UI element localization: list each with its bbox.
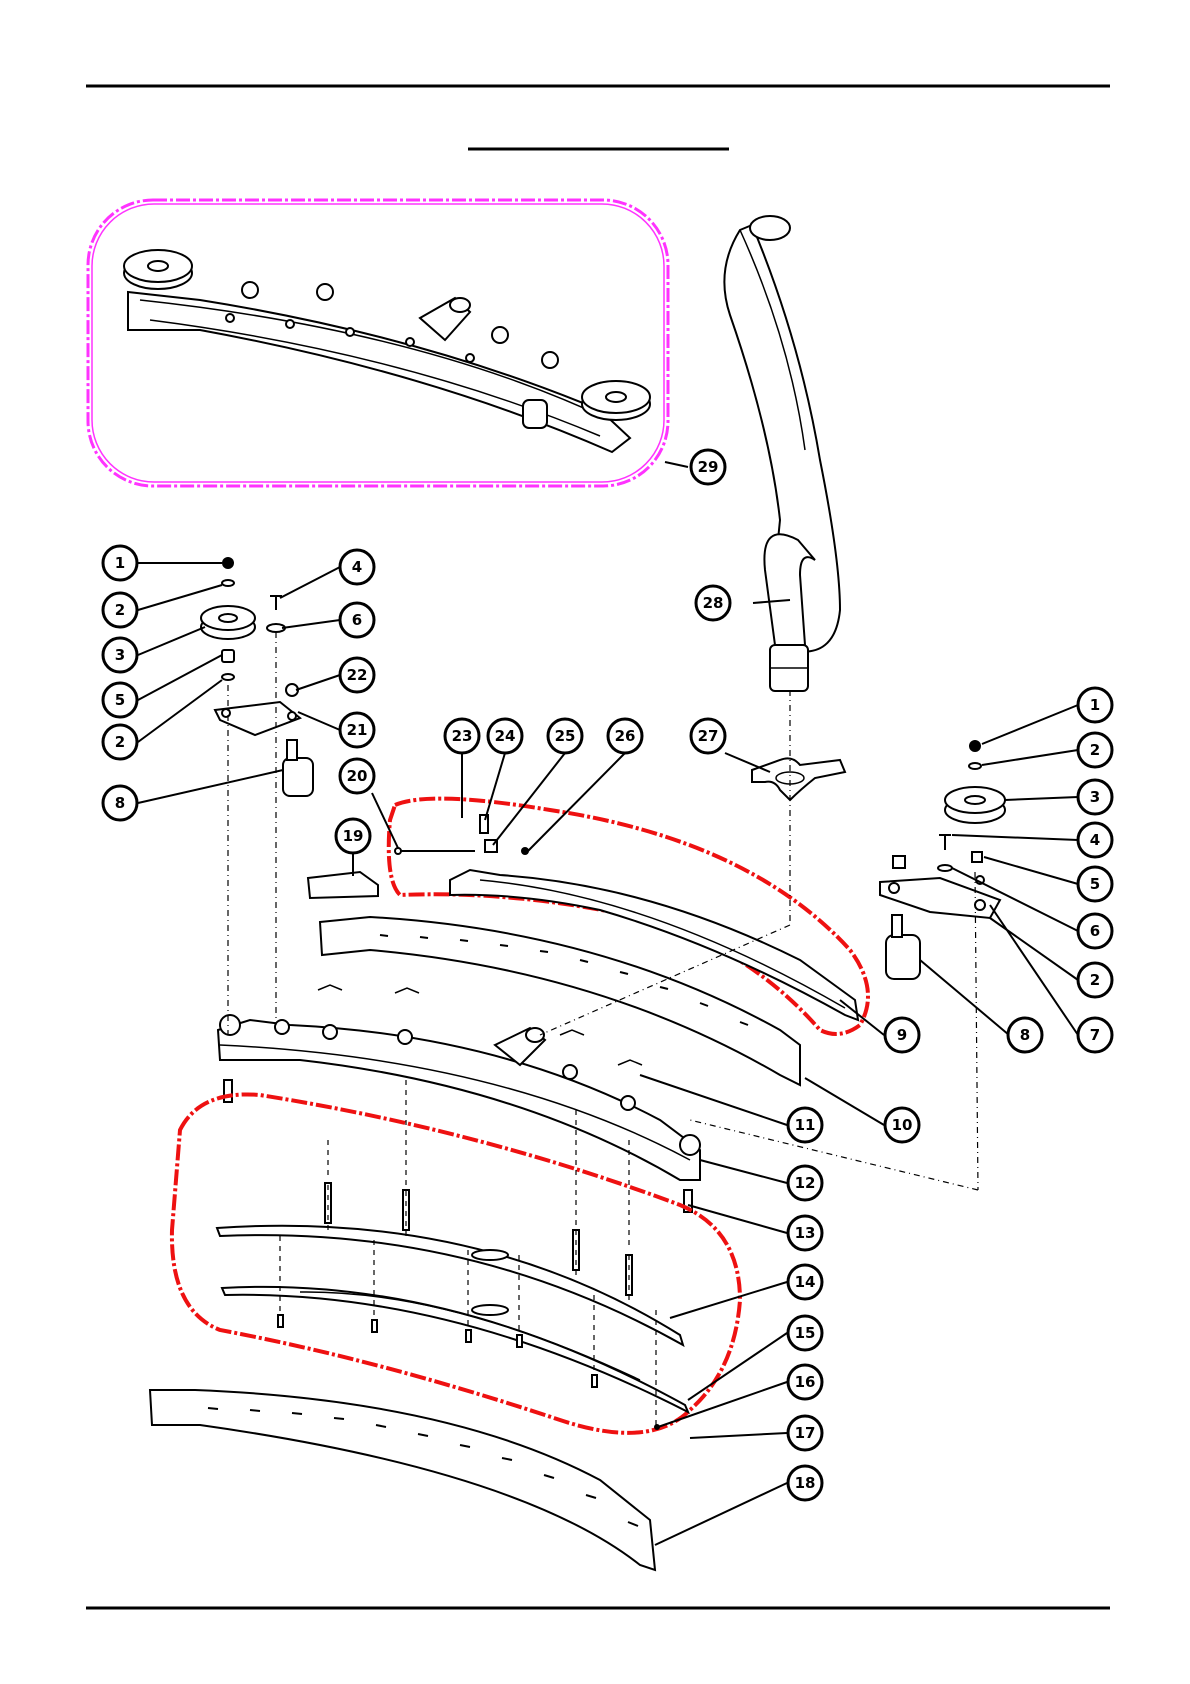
callout-29: 29 (691, 450, 725, 484)
callout-16: 16 (788, 1365, 822, 1399)
callout-26: 26 (608, 719, 642, 753)
callout-8-right-label: 8 (1020, 1026, 1030, 1044)
callout-8-left: 8 (103, 786, 137, 820)
callout-1-left: 1 (103, 546, 137, 580)
callout-27-label: 27 (698, 727, 719, 745)
right-wheel-parts (880, 740, 1005, 979)
callout-6-right: 6 (1078, 914, 1112, 948)
callout-7-right-label: 7 (1090, 1026, 1100, 1044)
callout-2-left-lower-label: 2 (115, 733, 125, 751)
callout-8-left-label: 8 (115, 794, 125, 812)
callout-21: 21 (340, 713, 374, 747)
callout-11-label: 11 (795, 1116, 816, 1134)
callout-28: 28 (696, 586, 730, 620)
callout-1-left-label: 1 (115, 554, 125, 572)
callout-20-label: 20 (347, 767, 368, 785)
callout-23-label: 23 (452, 727, 473, 745)
callout-25: 25 (548, 719, 582, 753)
callout-2-left-lower: 2 (103, 725, 137, 759)
callout-13: 13 (788, 1216, 822, 1250)
callout-4-right: 4 (1078, 823, 1112, 857)
callout-5-right-label: 5 (1090, 875, 1100, 893)
callout-24: 24 (488, 719, 522, 753)
callout-9: 9 (885, 1018, 919, 1052)
callout-19: 19 (336, 819, 370, 853)
callout-6-right-label: 6 (1090, 922, 1100, 940)
vacuum-hose (724, 216, 840, 691)
callout-28-label: 28 (703, 594, 724, 612)
callout-15-label: 15 (795, 1324, 816, 1342)
hose-clamp (752, 758, 845, 800)
callout-3-right-label: 3 (1090, 788, 1100, 806)
callout-10: 10 (885, 1108, 919, 1142)
callout-29-label: 29 (698, 458, 719, 476)
callout-2-left-upper-label: 2 (115, 601, 125, 619)
callout-22: 22 (340, 658, 374, 692)
callout-26-label: 26 (615, 727, 636, 745)
callout-4-left: 4 (340, 550, 374, 584)
callout-2-right-upper-label: 2 (1090, 741, 1100, 759)
bracket-19 (308, 872, 378, 898)
callout-14: 14 (788, 1265, 822, 1299)
callout-27: 27 (691, 719, 725, 753)
callout-6-left: 6 (340, 603, 374, 637)
callout-10-label: 10 (892, 1116, 913, 1134)
callout-2-right-lower: 2 (1078, 963, 1112, 997)
callout-3-left-label: 3 (115, 646, 125, 664)
callout-5-right: 5 (1078, 867, 1112, 901)
complete-assembly-preview (88, 200, 668, 486)
callout-8-right: 8 (1008, 1018, 1042, 1052)
callout-20: 20 (340, 759, 374, 793)
callout-2-right-lower-label: 2 (1090, 971, 1100, 989)
left-wheel-parts (201, 557, 313, 796)
callout-4-left-label: 4 (352, 558, 362, 576)
callout-21-label: 21 (347, 721, 368, 739)
callout-3-right: 3 (1078, 780, 1112, 814)
front-squeegee-blade (150, 1390, 655, 1570)
callout-5-left: 5 (103, 683, 137, 717)
callout-17-label: 17 (795, 1424, 816, 1442)
callout-2-left-upper: 2 (103, 593, 137, 627)
callout-22-label: 22 (347, 666, 368, 684)
callout-25-label: 25 (555, 727, 576, 745)
callout-23: 23 (445, 719, 479, 753)
callout-7-right: 7 (1078, 1018, 1112, 1052)
callout-14-label: 14 (795, 1273, 816, 1291)
callout-6-left-label: 6 (352, 611, 362, 629)
callout-13-label: 13 (795, 1224, 816, 1242)
callout-18-label: 18 (795, 1474, 816, 1492)
callout-19-label: 19 (343, 827, 364, 845)
callout-9-label: 9 (897, 1026, 907, 1044)
callout-24-label: 24 (495, 727, 516, 745)
callout-12: 12 (788, 1166, 822, 1200)
callout-15: 15 (788, 1316, 822, 1350)
callout-2-right-upper: 2 (1078, 733, 1112, 767)
callout-5-left-label: 5 (115, 691, 125, 709)
callout-4-right-label: 4 (1090, 831, 1100, 849)
callout-17: 17 (788, 1416, 822, 1450)
callout-12-label: 12 (795, 1174, 816, 1192)
callout-1-right-label: 1 (1090, 696, 1100, 714)
squeegee-frame (218, 985, 700, 1212)
callout-1-right: 1 (1078, 688, 1112, 722)
callout-11: 11 (788, 1108, 822, 1142)
callout-3-left: 3 (103, 638, 137, 672)
callout-16-label: 16 (795, 1373, 816, 1391)
callout-18: 18 (788, 1466, 822, 1500)
